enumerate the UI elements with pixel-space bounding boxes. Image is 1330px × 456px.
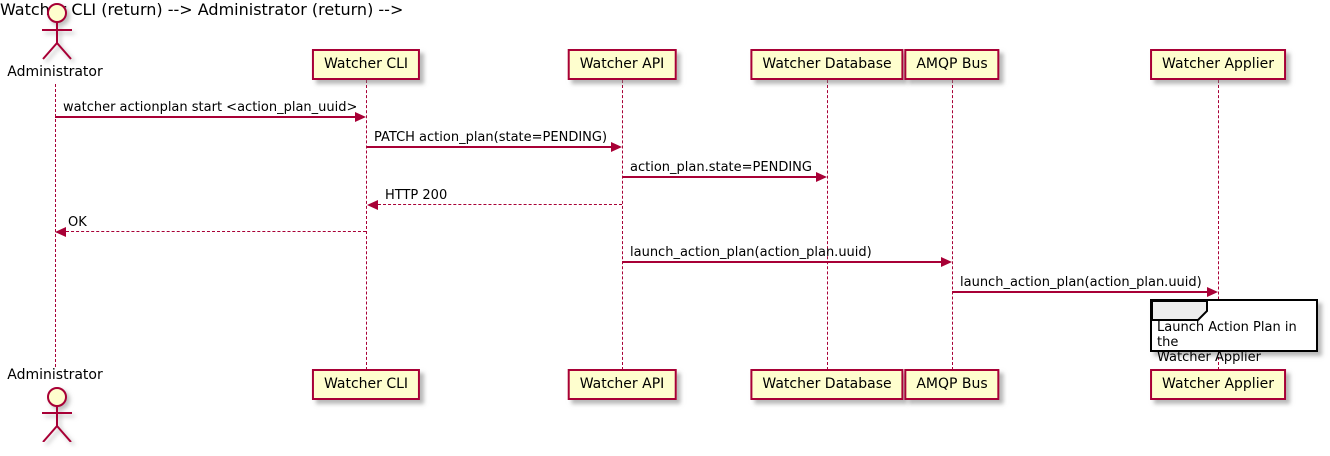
actor-icon	[42, 387, 72, 442]
message-label: OK	[68, 215, 87, 230]
message-label: HTTP 200	[385, 188, 448, 203]
lifeline-watcher-cli	[366, 80, 367, 370]
participant-amqp-bus-bottom: AMQP Bus	[904, 369, 1000, 400]
message-label: launch_action_plan(action_plan.uuid)	[960, 275, 1202, 290]
arrowhead-left-icon	[55, 227, 66, 237]
arrowhead-right-icon	[816, 172, 827, 182]
arrowhead-right-icon	[1207, 287, 1218, 297]
arrowhead-left-icon	[367, 200, 378, 210]
participant-watcher-database-bottom: Watcher Database	[750, 369, 904, 400]
participant-watcher-applier-top: Watcher Applier	[1150, 49, 1286, 80]
participant-watcher-applier-bottom: Watcher Applier	[1150, 369, 1286, 400]
message-label: launch_action_plan(action_plan.uuid)	[630, 245, 872, 260]
message-line	[378, 204, 622, 205]
message-line	[622, 176, 816, 178]
message-line	[622, 261, 941, 263]
message-label: action_plan.state=PENDING	[630, 160, 812, 175]
participant-watcher-api-bottom: Watcher API	[567, 369, 677, 400]
lifeline-administrator	[55, 84, 56, 367]
arrowhead-right-icon	[355, 112, 366, 122]
message-line	[366, 146, 611, 148]
lifeline-amqp-bus	[952, 80, 953, 370]
arrowhead-right-icon	[941, 257, 952, 267]
ref-tab-shape	[1151, 300, 1208, 321]
participant-watcher-cli-bottom: Watcher CLI	[311, 369, 421, 400]
participant-watcher-cli-top: Watcher CLI	[311, 49, 421, 80]
ref-text-line1: Launch Action Plan in the	[1157, 320, 1297, 350]
actor-name-top: Administrator	[7, 64, 103, 80]
message-label: PATCH action_plan(state=PENDING)	[374, 130, 608, 145]
lifeline-watcher-applier	[1218, 80, 1219, 370]
ref-fragment: ref Launch Action Plan in the Watcher Ap…	[1150, 299, 1318, 365]
message-line	[952, 291, 1207, 293]
participant-amqp-bus-top: AMQP Bus	[904, 49, 1000, 80]
message-line	[66, 231, 366, 232]
ref-text: Launch Action Plan in the Watcher Applie…	[1157, 320, 1314, 365]
lifeline-watcher-database	[827, 80, 828, 370]
participant-watcher-api-top: Watcher API	[567, 49, 677, 80]
arrowhead-right-icon	[611, 142, 622, 152]
participant-watcher-database-top: Watcher Database	[750, 49, 904, 80]
actor-icon	[42, 3, 72, 60]
lifeline-watcher-api	[622, 80, 623, 370]
actor-name-bottom: Administrator	[7, 367, 103, 383]
message-line	[55, 116, 356, 118]
message-label: watcher actionplan start <action_plan_uu…	[63, 100, 358, 115]
ref-text-line2: Watcher Applier	[1157, 350, 1261, 365]
